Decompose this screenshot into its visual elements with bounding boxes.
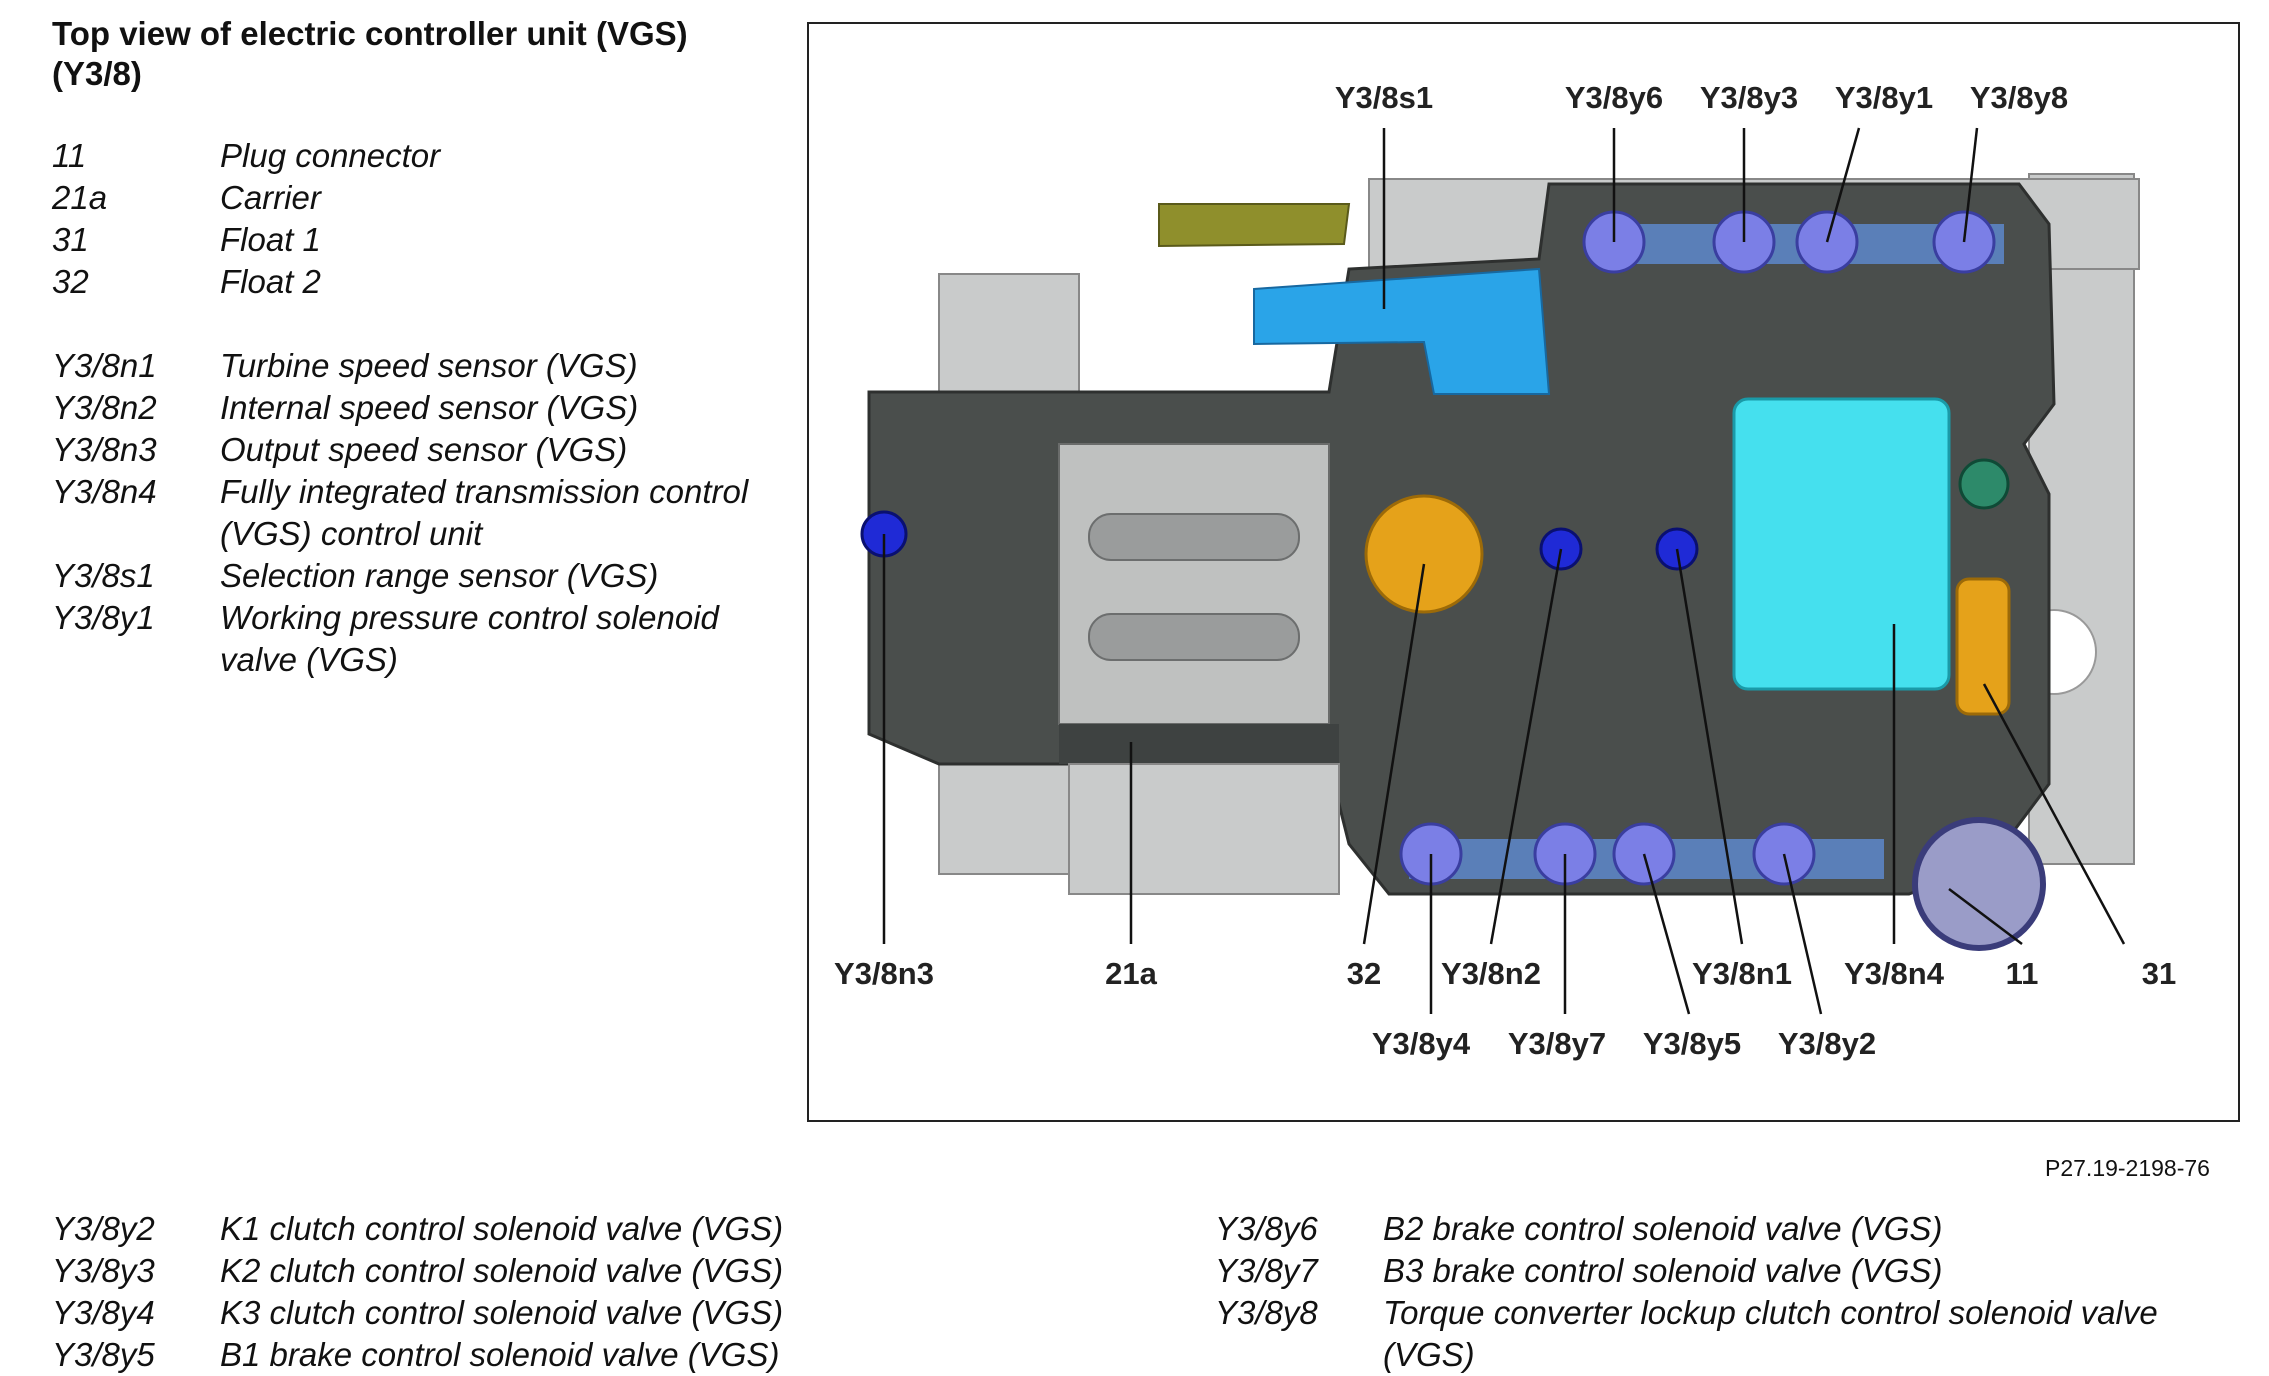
label-y3-8y2: Y3/8y2: [1778, 1026, 1876, 1061]
legend-code: Y3/8n4: [52, 473, 157, 510]
bracket: [1158, 203, 1351, 248]
label-y3-8y7: Y3/8y7: [1508, 1026, 1606, 1061]
label-11: 11: [2006, 956, 2039, 991]
label-y3-8y3: Y3/8y3: [1700, 80, 1798, 115]
legend-row: 21a Carrier: [52, 177, 752, 219]
legend-code: Y3/8y7: [1215, 1252, 1318, 1289]
label-y3-8s1: Y3/8s1: [1335, 80, 1433, 115]
legend-code: Y3/8y5: [52, 1336, 155, 1373]
legend-description: Internal speed sensor (VGS): [220, 389, 639, 426]
controller-unit-diagram: Y3/8s1 Y3/8y6 Y3/8y3 Y3/8y1 Y3/8y8 Y3/8n…: [834, 80, 2176, 1061]
lower-plate: [1068, 763, 1340, 895]
legend-row: Y3/8n1 Turbine speed sensor (VGS): [52, 345, 752, 387]
legend-code: Y3/8n3: [52, 431, 157, 468]
legend-code: Y3/8s1: [52, 557, 155, 594]
legend-code: Y3/8y3: [52, 1252, 155, 1289]
legend-row: Y3/8y4 K3 clutch control solenoid valve (…: [52, 1292, 1152, 1334]
legend-row: Y3/8y8 Torque converter lockup clutch con…: [1215, 1292, 2255, 1376]
controller-unit-figure: Y3/8s1 Y3/8y6 Y3/8y3 Y3/8y1 Y3/8y8 Y3/8n…: [807, 22, 2240, 1122]
label-y3-8y4: Y3/8y4: [1372, 1026, 1471, 1061]
green-fitting: [1958, 458, 2010, 510]
legend-code: Y3/8y6: [1215, 1210, 1318, 1247]
legend-row: 32 Float 2: [52, 261, 752, 303]
legend-description: Working pressure control solenoid valve …: [220, 599, 719, 678]
leader-lines: [882, 127, 2126, 1015]
legend-code: Y3/8n1: [52, 347, 157, 384]
legend-description: Float 1: [220, 221, 321, 258]
legend-row: Y3/8y6 B2 brake control solenoid valve (V…: [1215, 1208, 2255, 1250]
legend-code: 32: [52, 263, 89, 300]
legend-bottom-left: Y3/8y2 K1 clutch control solenoid valve (…: [52, 1208, 1152, 1376]
valve-spools: [1088, 513, 1300, 661]
label-y3-8y8: Y3/8y8: [1970, 80, 2068, 115]
legend-code: 11: [52, 137, 87, 174]
legend-row: Y3/8n4 Fully integrated transmission cont…: [52, 471, 752, 555]
legend-row: Y3/8n2 Internal speed sensor (VGS): [52, 387, 752, 429]
figure-id: P27.19-2198-76: [2045, 1155, 2210, 1181]
legend-row: Y3/8s1 Selection range sensor (VGS): [52, 555, 752, 597]
legend-description: Selection range sensor (VGS): [220, 557, 659, 594]
legend-code: 31: [52, 221, 89, 258]
label-32: 32: [1347, 956, 1381, 991]
legend-description: Carrier: [220, 179, 321, 216]
legend-row: Y3/8y5 B1 brake control solenoid valve (V…: [52, 1334, 1152, 1376]
carrier-bar: [1059, 724, 1339, 764]
legend-bottom-right: Y3/8y6 B2 brake control solenoid valve (V…: [1215, 1208, 2255, 1376]
legend-description: B2 brake control solenoid valve (VGS): [1383, 1210, 1943, 1247]
legend-description: B1 brake control solenoid valve (VGS): [220, 1336, 780, 1373]
legend-row: Y3/8y7 B3 brake control solenoid valve (V…: [1215, 1250, 2255, 1292]
legend-top: 11 Plug connector 21a Carrier 31 Float 1 32 Flo…: [52, 135, 752, 681]
label-y3-8n4: Y3/8n4: [1844, 956, 1945, 991]
legend-description: K2 clutch control solenoid valve (VGS): [220, 1252, 784, 1289]
legend-description: B3 brake control solenoid valve (VGS): [1383, 1252, 1943, 1289]
plug-connector: [1912, 817, 2046, 951]
label-31: 31: [2142, 956, 2176, 991]
label-21a: 21a: [1105, 956, 1157, 991]
legend-code: Y3/8y4: [52, 1294, 155, 1331]
legend-spacer: [52, 303, 752, 345]
legend-description: Output speed sensor (VGS): [220, 431, 628, 468]
label-y3-8y6: Y3/8y6: [1565, 80, 1663, 115]
legend-code: Y3/8y8: [1215, 1294, 1318, 1331]
label-y3-8y1: Y3/8y1: [1835, 80, 1933, 115]
legend-description: Torque converter lockup clutch control s…: [1383, 1294, 2158, 1373]
legend-code: 21a: [52, 179, 108, 216]
selection-range-sensor: [1253, 267, 1551, 395]
label-y3-8y5: Y3/8y5: [1643, 1026, 1741, 1061]
legend-row: 31 Float 1: [52, 219, 752, 261]
label-y3-8n3: Y3/8n3: [834, 956, 934, 991]
legend-description: Float 2: [220, 263, 321, 300]
legend-row: 11 Plug connector: [52, 135, 752, 177]
legend-description: Turbine speed sensor (VGS): [220, 347, 638, 384]
legend-description: K3 clutch control solenoid valve (VGS): [220, 1294, 784, 1331]
legend-description: Fully integrated transmission control (V…: [220, 473, 749, 552]
legend-code: Y3/8y1: [52, 599, 155, 636]
legend-code: Y3/8n2: [52, 389, 157, 426]
float-2: [1364, 494, 1484, 614]
legend-row: Y3/8n3 Output speed sensor (VGS): [52, 429, 752, 471]
legend-description: Plug connector: [220, 137, 441, 174]
legend-row: Y3/8y2 K1 clutch control solenoid valve (…: [52, 1208, 1152, 1250]
label-y3-8n1: Y3/8n1: [1692, 956, 1792, 991]
label-y3-8n2: Y3/8n2: [1441, 956, 1541, 991]
page-title: Top view of electric controller unit (VG…: [52, 15, 688, 92]
control-unit-board: [1732, 397, 1951, 691]
legend-row: Y3/8y3 K2 clutch control solenoid valve (…: [52, 1250, 1152, 1292]
legend-row: Y3/8y1 Working pressure control solenoid …: [52, 597, 752, 681]
float-1: [1955, 577, 2011, 716]
legend-code: Y3/8y2: [52, 1210, 155, 1247]
valve-body: [1058, 443, 1330, 725]
legend-description: K1 clutch control solenoid valve (VGS): [220, 1210, 784, 1247]
